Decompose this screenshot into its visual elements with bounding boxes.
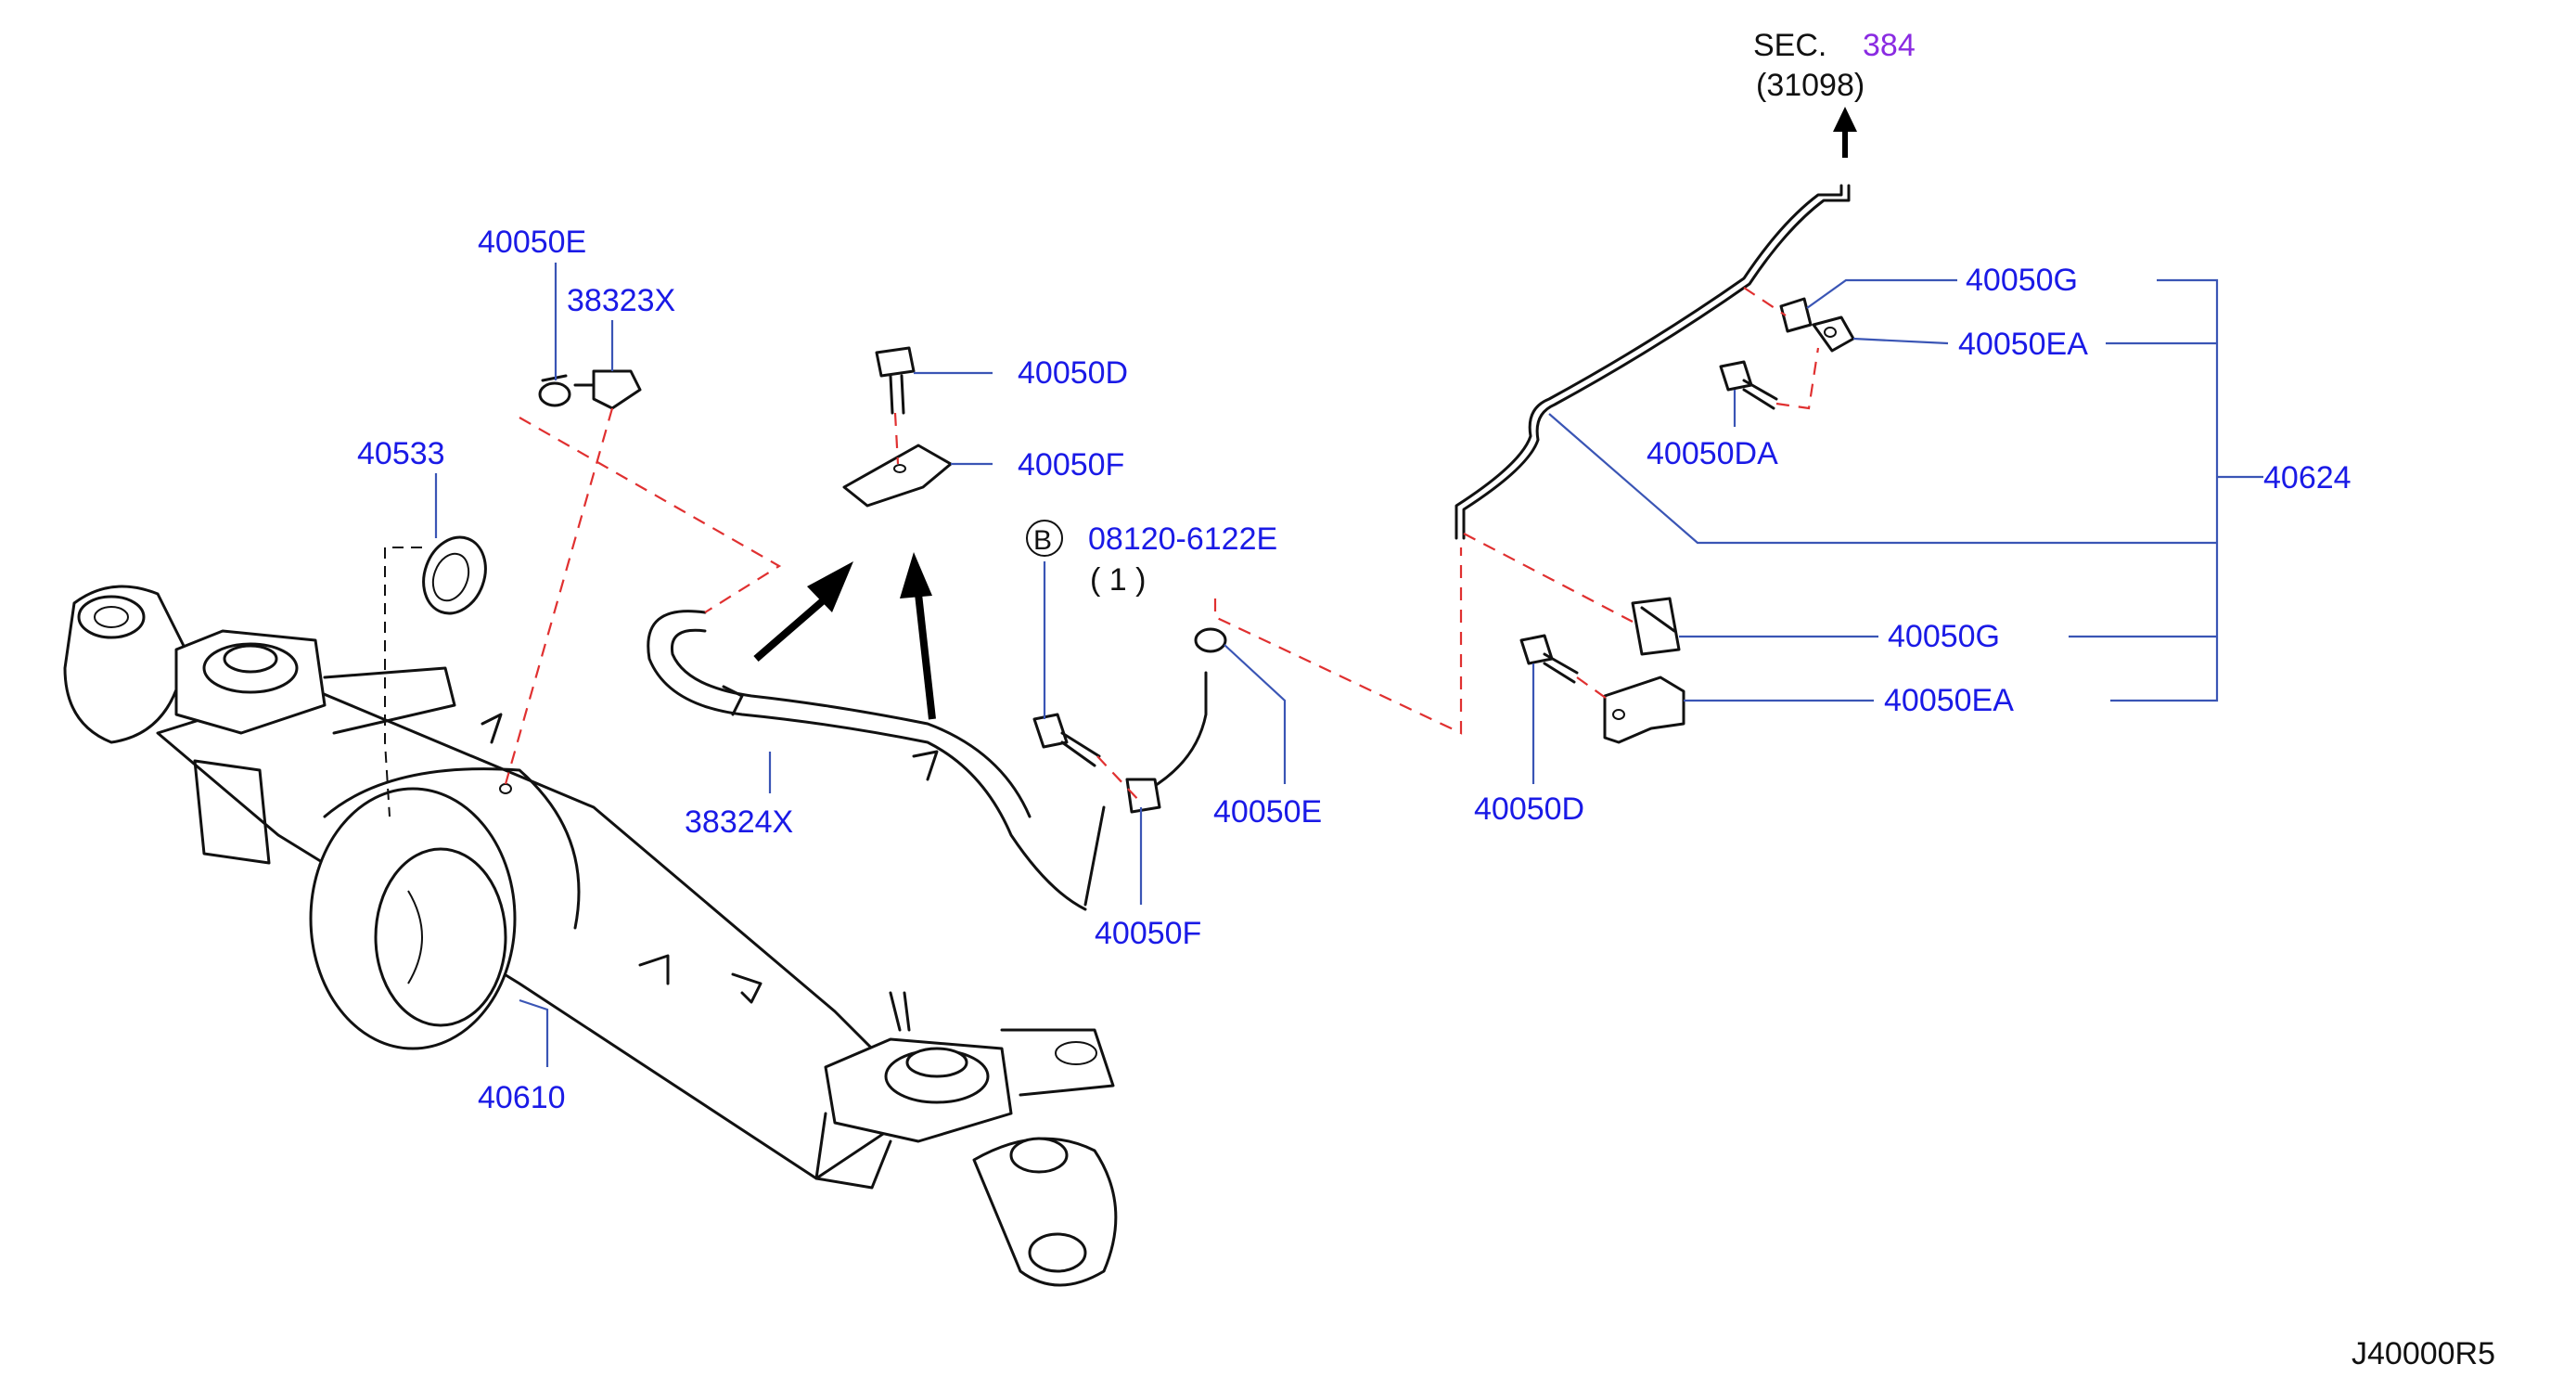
clip-40050EA-mid[interactable] xyxy=(1603,676,1685,744)
guide-tube-to-mid-clip xyxy=(1463,533,1634,623)
guide-bolt-to-bracket xyxy=(893,412,900,465)
label-40610[interactable]: 40610 xyxy=(478,1080,566,1115)
diagram-code: J40000R5 xyxy=(2352,1336,2495,1371)
guide-bolt-to-clip-mid xyxy=(1096,755,1142,804)
label-40533[interactable]: 40533 xyxy=(357,436,445,471)
guide-bolt-to-mid-clip xyxy=(1576,676,1610,701)
leader-40610 xyxy=(519,998,549,1067)
sec-sub-number: (31098) xyxy=(1756,68,1865,103)
leader-40050EA-top xyxy=(1852,337,1949,345)
clip-40050F-bottom[interactable] xyxy=(1083,778,1161,907)
axle-seal-40533[interactable] xyxy=(414,529,496,623)
label-40050D-top[interactable]: 40050D xyxy=(1018,355,1128,391)
label-38324X[interactable]: 38324X xyxy=(685,804,793,840)
label-40050D-right[interactable]: 40050D xyxy=(1474,791,1584,827)
rear-axle-housing[interactable] xyxy=(63,585,1118,1287)
label-40050G-mid[interactable]: 40050G xyxy=(1888,619,2000,654)
bolt-40050DA[interactable] xyxy=(1719,360,1778,410)
guide-tube-to-top-clip xyxy=(1743,287,1787,316)
leader-40624-bracket xyxy=(1548,278,2263,702)
label-40050F-bottom[interactable]: 40050F xyxy=(1095,916,1201,951)
direction-arrow-up xyxy=(900,552,936,720)
direction-arrow-left xyxy=(753,561,853,663)
guide-top-clip-bolt xyxy=(1775,347,1820,410)
seal-guide-line xyxy=(384,547,422,817)
label-40050DA[interactable]: 40050DA xyxy=(1647,436,1778,471)
leader-40050E-mid xyxy=(1224,644,1287,784)
label-40050EA-mid[interactable]: 40050EA xyxy=(1884,683,2014,718)
sec-arrow-up xyxy=(1833,107,1857,158)
label-40050EA-top[interactable]: 40050EA xyxy=(1958,327,2088,362)
label-40624[interactable]: 40624 xyxy=(2263,460,2352,495)
guide-breather-to-hose xyxy=(519,417,782,613)
bolt-40050D-right[interactable] xyxy=(1519,634,1579,684)
guide-clip-to-tube xyxy=(1213,547,1463,735)
guide-breather-to-axle xyxy=(504,407,614,785)
label-38323X[interactable]: 38323X xyxy=(567,283,675,318)
bolt-circle-letter: B xyxy=(1033,525,1052,556)
bracket-40050F-top[interactable] xyxy=(842,444,953,508)
label-40050E-mid[interactable]: 40050E xyxy=(1213,794,1322,830)
bolt-08120-6122E[interactable] xyxy=(1032,713,1101,767)
breather-hose-38324X[interactable] xyxy=(647,610,1087,911)
sec-label: SEC. xyxy=(1753,28,1826,63)
leader-40050G-top xyxy=(1806,278,1957,309)
label-40050G-top[interactable]: 40050G xyxy=(1966,263,2078,298)
label-40050F-top[interactable]: 40050F xyxy=(1018,447,1124,483)
clip-40050G-top[interactable] xyxy=(1779,297,1813,333)
clip-40050E-mid[interactable] xyxy=(1148,627,1227,791)
label-08120-6122E[interactable]: 08120-6122E xyxy=(1088,521,1277,557)
clip-40050G-mid[interactable] xyxy=(1631,597,1681,656)
bolt-callout-B[interactable]: B xyxy=(1026,520,1063,557)
bolt-quantity: ( 1 ) xyxy=(1090,562,1146,598)
brake-tube-40624[interactable] xyxy=(1455,184,1851,540)
bolt-40050D-top[interactable] xyxy=(875,346,916,415)
breather-38323X[interactable] xyxy=(573,369,642,410)
sec-number[interactable]: 384 xyxy=(1863,28,1916,63)
clip-40050EA-top[interactable] xyxy=(1812,315,1855,353)
clamp-40050E-top[interactable] xyxy=(538,374,571,407)
label-40050E-top[interactable]: 40050E xyxy=(478,225,586,260)
